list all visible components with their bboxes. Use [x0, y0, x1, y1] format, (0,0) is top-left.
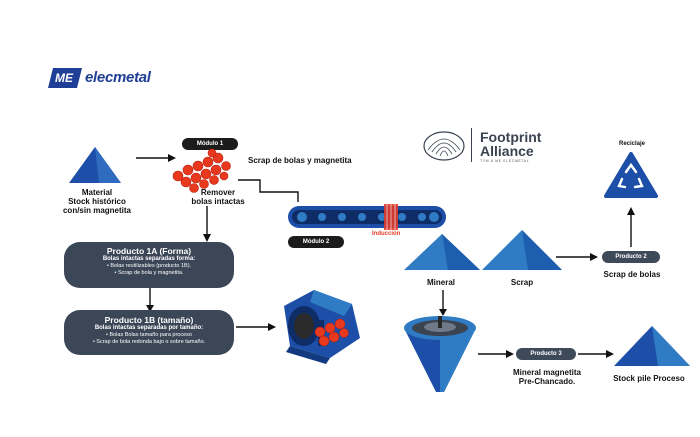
arrow-icon [136, 154, 176, 162]
elecmetal-logo: ME elecmetal [48, 68, 178, 88]
producto-1a-bullet: • Scrap de bola y magnetita. [114, 270, 184, 276]
mineral-magnetita-label: Mineral magnetita Pre-Chancado. [512, 368, 581, 386]
modulo-2-pill: Módulo 2 [288, 236, 344, 248]
stock-pile-icon [614, 326, 690, 366]
cone-crusher-icon [404, 316, 476, 392]
conveyor-belt-icon [288, 204, 446, 230]
mineral-pile-icon [404, 234, 480, 270]
arrow-icon [236, 323, 276, 331]
producto-1a-box: Producto 1A (Forma) Bolas intactas separ… [64, 242, 234, 288]
producto-1b-subtitle: Bolas intactas separadas por tamaño: [94, 325, 204, 331]
elecmetal-wordmark: elecmetal [85, 69, 151, 86]
stock-pile-label: Stock pile Proceso [613, 374, 685, 383]
arrow-icon [578, 350, 614, 358]
arrow-icon [439, 290, 447, 316]
producto-1b-bullet: • Bolas Bolas tamaño para proceso [105, 332, 192, 338]
reciclaje-label: Reciclaje [618, 141, 646, 147]
arrow-icon [627, 207, 635, 247]
material-pile-icon [69, 147, 121, 183]
recycle-icon [604, 152, 658, 198]
footprint-tagline: TYM & ME ELECMETAL [480, 159, 530, 163]
modulo-1-pill: Módulo 1 [182, 138, 238, 150]
conveyor-feed-line [238, 179, 299, 202]
footprint-shell-icon [423, 131, 465, 161]
induccion-label: Inducción [372, 231, 401, 237]
producto-1a-title: Producto 1A (Forma) [106, 246, 192, 256]
producto-1a-bullet: • Bolas reutilizables (producto 1B). [106, 263, 192, 269]
producto-1a-subtitle: Bolas intactas separadas forma: [102, 256, 196, 262]
elecmetal-logo-icon: ME [48, 68, 82, 88]
producto-3-pill: Producto 3 [516, 348, 576, 360]
remover-label: Remover bolas intactas [191, 188, 245, 206]
footprint-divider [471, 128, 472, 162]
producto-1b-bullet: • Scrap de bola redonda bajo o sobre tam… [92, 339, 206, 345]
footprint-line2: Alliance [480, 143, 534, 159]
producto-1b-box: Producto 1B (tamaño) Bolas intactas sepa… [64, 310, 234, 355]
scrap-pile-icon [482, 230, 562, 270]
scrap-bolas-magnetita-label: Scrap de bolas y magnetita [248, 156, 352, 165]
arrow-icon [478, 350, 514, 358]
material-label: Material Stock histórico con/sin magneti… [62, 188, 131, 215]
scrap-de-bolas-label: Scrap de bolas [603, 270, 661, 279]
footprint-line1: Footprint [480, 129, 542, 145]
arrow-icon [146, 288, 154, 312]
producto-1b-title: Producto 1B (tamaño) [104, 315, 194, 325]
svg-text:ME: ME [55, 71, 74, 85]
mineral-label: Mineral [426, 278, 455, 287]
scrap-label: Scrap [510, 278, 534, 287]
footprint-alliance-logo: Footprint Alliance TYM & ME ELECMETAL [422, 124, 562, 168]
arrow-icon [203, 206, 211, 242]
arrow-icon [556, 253, 598, 261]
balls-cluster-icon [172, 148, 231, 193]
producto-2-pill: Producto 2 [602, 251, 660, 263]
trommel-machine-icon [284, 290, 360, 364]
